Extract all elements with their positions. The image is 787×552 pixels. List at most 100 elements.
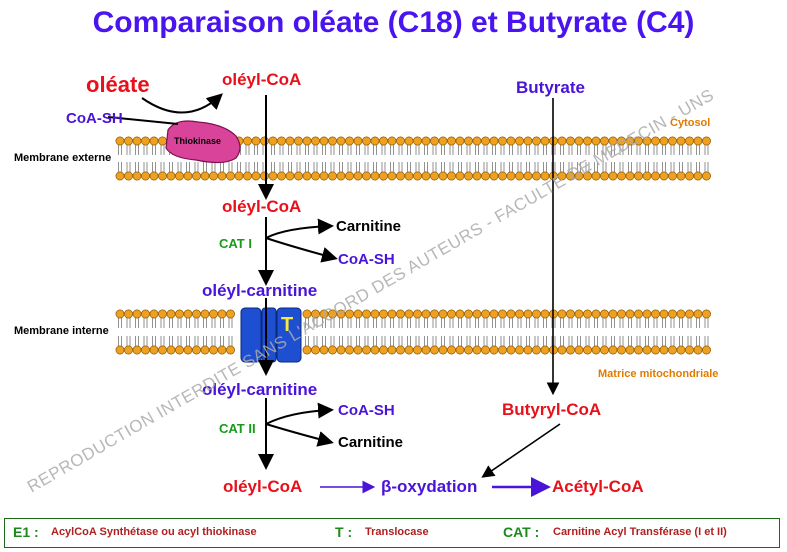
lipid-head (532, 171, 541, 181)
lipid-head (583, 309, 592, 319)
lipid-head (659, 136, 669, 146)
lipid-head (387, 171, 397, 181)
lipid-head (166, 309, 176, 319)
lipid-head (115, 171, 125, 181)
lipid-head (396, 345, 405, 355)
lipid-head (498, 136, 507, 146)
lipid-head (532, 136, 541, 146)
lipid-head (642, 309, 652, 319)
lipid-head (651, 309, 660, 319)
lipid-head (430, 171, 439, 181)
lipid-head (600, 171, 609, 181)
lipid-head (668, 309, 677, 319)
lipid-head (132, 171, 142, 181)
lipid-head (217, 309, 227, 319)
lipid-head (676, 136, 686, 146)
lipid-head (243, 136, 252, 146)
lipid-head (311, 345, 320, 355)
lipid-head (200, 345, 210, 355)
lipid-head (583, 345, 592, 355)
lipid-head (183, 171, 193, 181)
lipid-head (685, 345, 694, 355)
lipid-head (370, 309, 380, 319)
lipid-head (455, 309, 465, 319)
oleylcoa-mid-label: oléyl-CoA (222, 197, 302, 216)
lipid-head (481, 171, 490, 181)
lipid-head (600, 345, 609, 355)
lipid-head (693, 309, 703, 319)
lipid-head (387, 136, 397, 146)
lipid-head (200, 171, 210, 181)
lipid-head (124, 309, 133, 319)
lipid-head (693, 171, 703, 181)
lipid-head (149, 136, 159, 146)
lipid-head (532, 345, 541, 355)
lipid-head (345, 136, 354, 146)
lipid-head (362, 136, 371, 146)
lipid-head (430, 136, 439, 146)
lipid-head (642, 345, 652, 355)
lipid-head (251, 171, 261, 181)
lipid-head (506, 136, 516, 146)
lipid-head (455, 136, 465, 146)
lipid-head (404, 171, 414, 181)
lipid-head (379, 171, 388, 181)
lipid-head (617, 309, 626, 319)
lipid-head (634, 345, 643, 355)
lipid-head (285, 136, 295, 146)
lipid-head (209, 171, 218, 181)
oleylcarnitine-1-label: oléyl-carnitine (202, 281, 318, 300)
lipid-head (583, 136, 592, 146)
lipid-head (328, 171, 337, 181)
page-title: Comparaison oléate (C18) et Butyrate (C4… (92, 6, 695, 39)
lipid-head (591, 345, 601, 355)
lipid-head (447, 345, 456, 355)
lipid-head (421, 171, 431, 181)
lipid-head (523, 171, 533, 181)
lipid-head (209, 309, 218, 319)
butyrylcoa-to-beta-arrow (481, 423, 561, 478)
lipid-head (149, 345, 159, 355)
lipid-head (353, 171, 363, 181)
lipid-head (464, 171, 473, 181)
legend-cat-key: CAT : (503, 524, 540, 540)
lipid-head (404, 136, 414, 146)
oleylcoa-bottom-label: oléyl-CoA (223, 477, 303, 496)
lipid-head (438, 345, 448, 355)
lipid-head (149, 171, 159, 181)
lipid-head (523, 309, 533, 319)
thiokinase-label: Thiokinase (174, 136, 222, 146)
inner-membrane-label: Membrane interne (14, 325, 109, 337)
lipid-head (438, 136, 448, 146)
carnitine-2-label: Carnitine (338, 434, 404, 451)
lipid-head (600, 309, 609, 319)
lipid-head (421, 309, 431, 319)
oleate-activation-arrow (141, 93, 223, 114)
lipid-head (158, 171, 167, 181)
lipid-head (345, 345, 354, 355)
lipid-head (574, 136, 584, 146)
lipid-head (260, 171, 269, 181)
lipid-head (277, 136, 286, 146)
lipid-head (294, 136, 303, 146)
lipid-head (489, 345, 499, 355)
lipid-head (566, 136, 575, 146)
acetylcoa-label: Acétyl-CoA (552, 477, 644, 496)
lipid-head (693, 136, 703, 146)
lipid-head (370, 171, 380, 181)
lipid-head (447, 171, 456, 181)
lipid-head (413, 136, 422, 146)
lipid-head (192, 171, 201, 181)
carnitine-1-label: Carnitine (336, 218, 402, 235)
lipid-head (396, 136, 405, 146)
lipid-head (311, 136, 320, 146)
butyrylcoa-label: Butyryl-CoA (502, 400, 602, 419)
lipid-head (472, 171, 482, 181)
lipid-head (617, 171, 626, 181)
lipid-head (362, 171, 371, 181)
oleate-label: oléate (86, 72, 150, 97)
lipid-head (396, 171, 405, 181)
beta-oxydation-label: β-oxydation (381, 477, 478, 496)
lipid-head (430, 309, 439, 319)
lipid-head (302, 136, 312, 146)
